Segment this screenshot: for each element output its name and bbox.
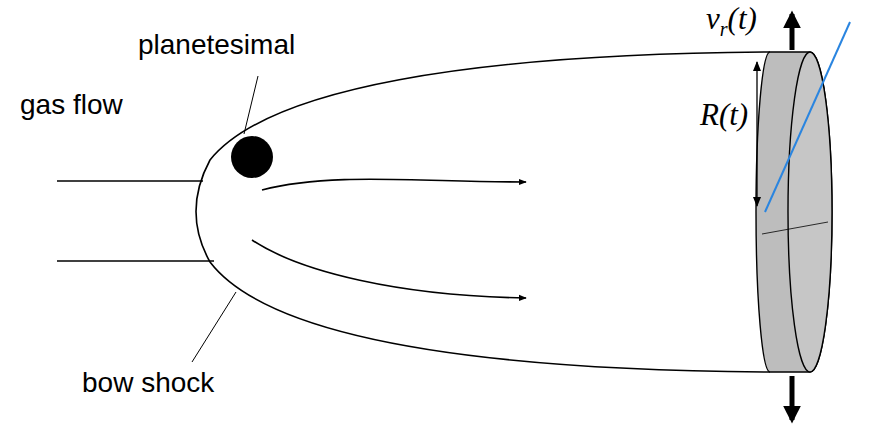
gas-flow-line: [57, 260, 214, 262]
disk-line: [762, 222, 828, 234]
part-label: bow shock: [82, 368, 214, 399]
pointer-line: [765, 22, 850, 212]
streamline-arrow: [262, 179, 526, 190]
subscript: r: [720, 18, 728, 40]
disk-face: [788, 52, 832, 372]
radius-dimension: [756, 62, 757, 206]
streamline-arrow: [252, 240, 526, 298]
planetesimal-body: [231, 136, 273, 178]
velocity-symbol: (t): [728, 1, 757, 36]
velocity-label: vr(t): [706, 2, 757, 40]
wake-disk: [756, 52, 832, 372]
dimension-label: R(t): [700, 98, 748, 132]
leader-line: [192, 292, 236, 362]
leader-line: [244, 76, 258, 134]
gas-flow-line: [57, 180, 203, 182]
velocity-symbol: v: [706, 1, 720, 36]
bow-shock-curve: [196, 52, 770, 372]
velocity-arrow: [790, 376, 795, 420]
part-label: gas flow: [20, 90, 123, 121]
velocity-arrow: [790, 14, 795, 50]
part-label: planetesimal: [138, 30, 295, 61]
